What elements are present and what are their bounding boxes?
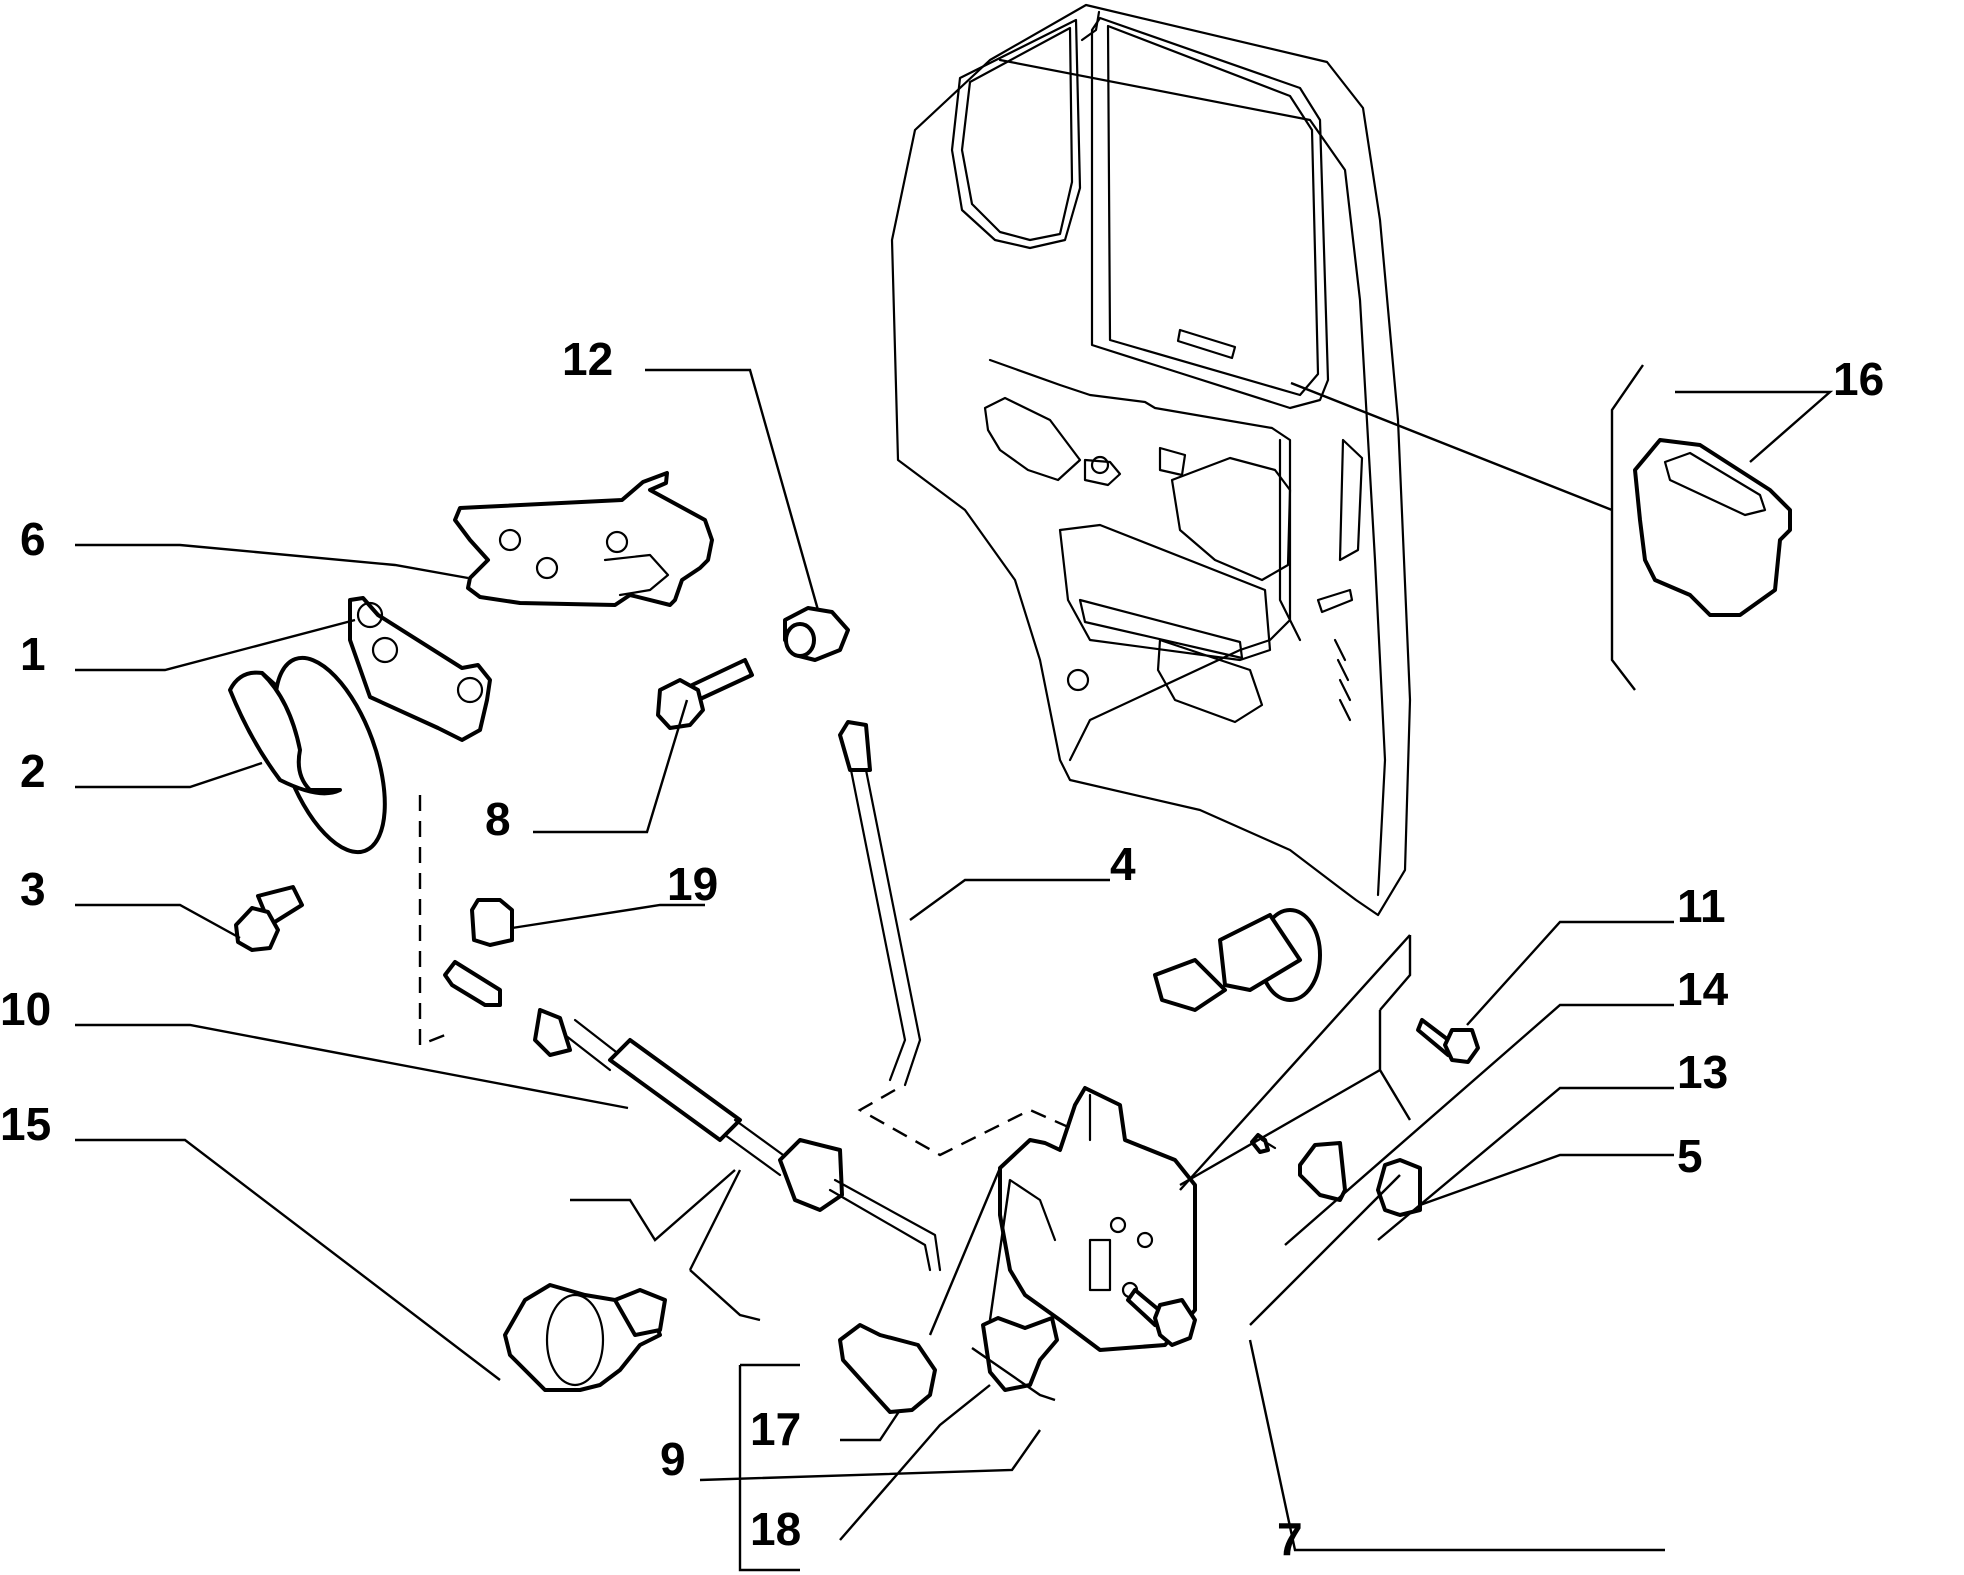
callout-13[interactable]: 13: [1677, 1046, 1728, 1098]
callout-5[interactable]: 5: [1677, 1130, 1703, 1182]
callout-3[interactable]: 3: [20, 863, 46, 915]
lock-cylinder-part[interactable]: [1153, 908, 1322, 1012]
callout-12[interactable]: 12: [562, 333, 613, 385]
callout-19[interactable]: 19: [667, 858, 718, 910]
callout-9[interactable]: 9: [660, 1433, 686, 1485]
control-rod-cable-part[interactable]: [443, 960, 942, 1272]
callout-11[interactable]: 11: [1677, 880, 1726, 932]
assembly-line: [418, 795, 446, 1047]
callout-1[interactable]: 1: [20, 628, 46, 680]
door-rod-part[interactable]: [838, 720, 922, 1087]
flange-bolt-7-part[interactable]: [1126, 1288, 1197, 1347]
callout-labels: 6 1 2 3 10 15 12 8 4 19 16 11 14 13 5 7 …: [0, 333, 1884, 1565]
pin-14-part[interactable]: [1250, 1133, 1277, 1154]
callout-2[interactable]: 2: [20, 745, 46, 797]
bolt-part[interactable]: [234, 885, 304, 952]
callout-8[interactable]: 8: [485, 793, 511, 845]
callout-4[interactable]: 4: [1110, 838, 1136, 890]
clip-19-part[interactable]: [470, 898, 514, 947]
plug-part[interactable]: [783, 606, 850, 662]
door-panel[interactable]: [890, 3, 1412, 917]
mounting-bracket-part[interactable]: [453, 471, 714, 607]
flange-bolt-11-part[interactable]: [1416, 1018, 1480, 1064]
clip-17-part[interactable]: [838, 1323, 937, 1414]
bracket-13-part[interactable]: [1298, 1141, 1347, 1202]
leader-lines: [75, 364, 1834, 1572]
callout-10[interactable]: 10: [0, 983, 51, 1035]
callout-17[interactable]: 17: [750, 1403, 801, 1455]
callout-7[interactable]: 7: [1277, 1513, 1303, 1565]
interior-handle-part[interactable]: [228, 644, 407, 866]
plate-5-part[interactable]: [1376, 1158, 1422, 1217]
callout-15[interactable]: 15: [0, 1098, 51, 1150]
clip-18-part[interactable]: [981, 1316, 1059, 1392]
handle-bracket-part[interactable]: [348, 596, 492, 742]
callout-16[interactable]: 16: [1833, 353, 1884, 405]
lock-button-part[interactable]: [503, 1283, 667, 1392]
callout-6[interactable]: 6: [20, 513, 46, 565]
grommet-16-part[interactable]: [1633, 438, 1792, 617]
callout-14[interactable]: 14: [1677, 963, 1729, 1015]
callout-18[interactable]: 18: [750, 1503, 801, 1555]
assembly-line: [857, 1088, 1076, 1157]
flange-bolt-8-part[interactable]: [656, 658, 754, 730]
door-lock-part[interactable]: [998, 1086, 1197, 1352]
